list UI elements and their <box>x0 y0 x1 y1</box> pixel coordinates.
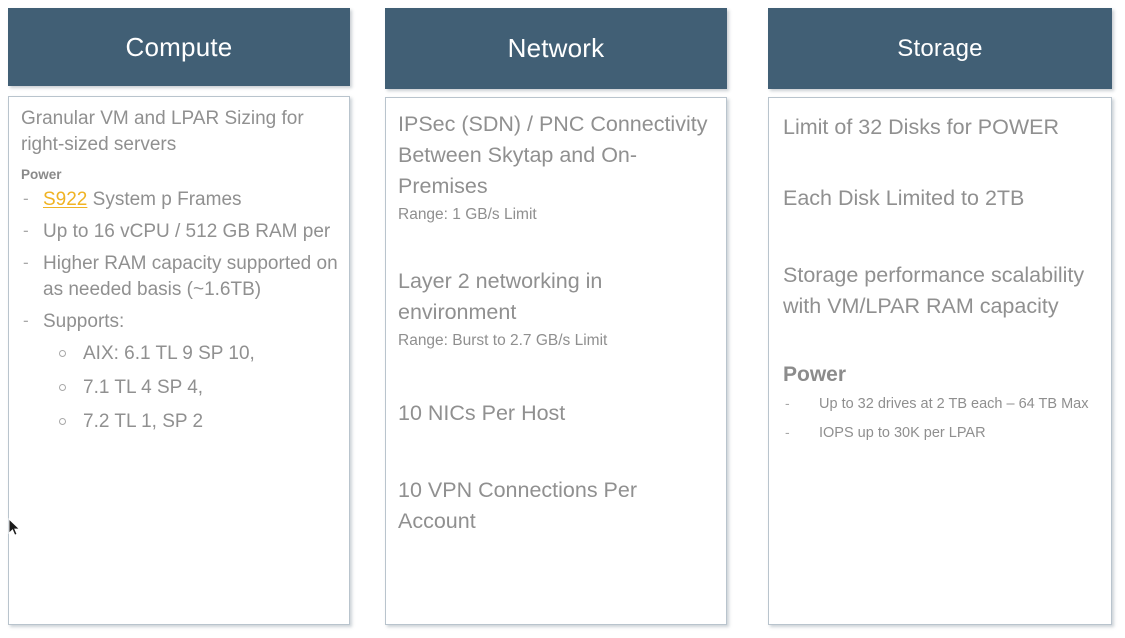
dash-bullet-icon: - <box>23 311 29 330</box>
column-body-storage: Limit of 32 Disks for POWER Each Disk Li… <box>768 97 1112 625</box>
circle-bullet-icon <box>59 384 66 391</box>
list-item-label: Supports: <box>43 311 125 332</box>
compute-lead-text: Granular VM and LPAR Sizing for right-si… <box>21 108 304 155</box>
storage-item-title: Each Disk Limited to 2TB <box>783 186 1025 210</box>
dash-bullet-icon: - <box>23 253 29 272</box>
spacer <box>398 226 716 266</box>
column-header-compute: Compute <box>8 8 350 86</box>
circle-bullet-icon <box>59 418 66 425</box>
list-item: - Higher RAM capacity supported on as ne… <box>21 251 339 303</box>
storage-bullet-list: - Up to 32 drives at 2 TB each – 64 TB M… <box>783 394 1101 443</box>
compute-power-label: Power <box>21 167 62 182</box>
storage-power-label: Power <box>783 363 847 386</box>
dash-bullet-icon: - <box>23 221 29 240</box>
list-item: - Up to 32 drives at 2 TB each – 64 TB M… <box>783 394 1101 414</box>
dash-bullet-icon: - <box>785 395 790 411</box>
list-item-label: 7.2 TL 1, SP 2 <box>83 411 204 432</box>
network-item-note: Range: Burst to 2.7 GB/s Limit <box>398 332 608 349</box>
column-header-network: Network <box>385 8 727 89</box>
list-item-label: AIX: 6.1 TL 9 SP 10, <box>83 343 255 364</box>
list-item: - IOPS up to 30K per LPAR <box>783 423 1101 443</box>
compute-bullet-list: - S922 System p Frames - Up to 16 vCPU /… <box>21 187 339 335</box>
circle-bullet-icon <box>59 350 66 357</box>
spacer <box>783 322 1101 362</box>
network-item-title: 10 VPN Connections Per Account <box>398 478 638 533</box>
storage-item-title: Limit of 32 Disks for POWER <box>783 115 1059 139</box>
list-item-label: 7.1 TL 4 SP 4, <box>83 377 204 398</box>
column-body-network: IPSec (SDN) / PNC Connectivity Between S… <box>385 97 727 625</box>
storage-item-title: Storage performance scalability with VM/… <box>783 263 1085 318</box>
list-item-label: Up to 16 vCPU / 512 GB RAM per <box>43 221 331 242</box>
list-item-label: Up to 32 drives at 2 TB each – 64 TB Max <box>819 396 1089 412</box>
list-item: 7.2 TL 1, SP 2 <box>21 409 339 435</box>
dash-bullet-icon: - <box>23 189 29 208</box>
list-item-label: Higher RAM capacity supported on as need… <box>43 253 338 300</box>
list-item-label: IOPS up to 30K per LPAR <box>819 425 986 441</box>
network-item-title: IPSec (SDN) / PNC Connectivity Between S… <box>398 112 708 198</box>
list-item: - Supports: <box>21 309 339 335</box>
list-item: - Up to 16 vCPU / 512 GB RAM per <box>21 219 339 245</box>
column-body-compute: Granular VM and LPAR Sizing for right-si… <box>8 96 350 625</box>
dash-bullet-icon: - <box>785 424 790 440</box>
spacer <box>783 214 1101 260</box>
list-item-label: System p Frames <box>87 189 242 210</box>
network-item-note: Range: 1 GB/s Limit <box>398 206 537 223</box>
spacer <box>398 429 716 475</box>
list-item: 7.1 TL 4 SP 4, <box>21 375 339 401</box>
spacer <box>398 352 716 398</box>
compute-sub-bullet-list: AIX: 6.1 TL 9 SP 10, 7.1 TL 4 SP 4, 7.2 … <box>21 341 339 435</box>
spacer <box>783 143 1101 183</box>
network-item-title: 10 NICs Per Host <box>398 401 566 425</box>
list-item: - S922 System p Frames <box>21 187 339 213</box>
list-item: AIX: 6.1 TL 9 SP 10, <box>21 341 339 367</box>
network-item-title: Layer 2 networking in environment <box>398 269 603 324</box>
column-header-storage: Storage <box>768 8 1112 89</box>
s922-link[interactable]: S922 <box>43 189 88 210</box>
